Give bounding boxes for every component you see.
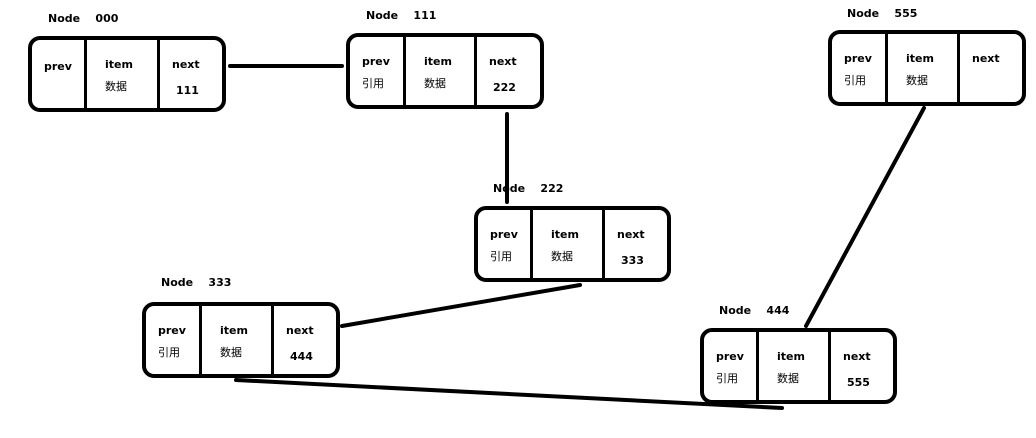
- next-value: 333: [621, 254, 644, 267]
- next-label: next: [617, 228, 645, 241]
- next-label: next: [843, 350, 871, 363]
- prev-sub: 引用: [716, 372, 738, 385]
- item-cell: item 数据: [87, 40, 160, 108]
- node-title-555: Node 555: [847, 7, 918, 20]
- prev-label: prev: [716, 350, 744, 363]
- prev-sub: 引用: [490, 250, 512, 263]
- prev-cell: prev 引用: [704, 332, 759, 400]
- next-cell: next 333: [605, 210, 667, 278]
- item-cell: item 数据: [888, 34, 960, 102]
- next-label: next: [172, 58, 200, 71]
- node-444: prev 引用 item 数据 next 555: [700, 328, 897, 404]
- node-title-222: Node 222: [493, 182, 564, 195]
- prev-label: prev: [44, 60, 72, 73]
- prev-sub: 引用: [844, 74, 866, 87]
- item-cell: item 数据: [759, 332, 831, 400]
- prev-cell: prev 引用: [478, 210, 533, 278]
- prev-cell: prev 引用: [832, 34, 888, 102]
- item-sub: 数据: [906, 74, 928, 87]
- next-cell: next 222: [477, 37, 540, 105]
- prev-cell: prev: [32, 40, 87, 108]
- prev-label: prev: [362, 55, 390, 68]
- item-sub: 数据: [424, 77, 446, 90]
- next-value: 111: [176, 84, 199, 97]
- next-value: 555: [847, 376, 870, 389]
- item-label: item: [906, 52, 934, 65]
- link-n222-n333: [340, 283, 582, 328]
- next-value: 222: [493, 81, 516, 94]
- next-cell: next 111: [160, 40, 222, 108]
- prev-cell: prev 引用: [350, 37, 406, 105]
- prev-cell: prev 引用: [146, 306, 202, 374]
- item-sub: 数据: [777, 372, 799, 385]
- item-label: item: [777, 350, 805, 363]
- node-222: prev 引用 item 数据 next 333: [474, 206, 671, 282]
- link-n333-n444: [234, 378, 784, 410]
- next-cell: next 555: [831, 332, 893, 400]
- next-label: next: [286, 324, 314, 337]
- prev-label: prev: [158, 324, 186, 337]
- item-sub: 数据: [105, 80, 127, 93]
- next-cell: next: [960, 34, 1022, 102]
- node-555: prev 引用 item 数据 next: [828, 30, 1026, 106]
- prev-label: prev: [490, 228, 518, 241]
- prev-sub: 引用: [362, 77, 384, 90]
- item-cell: item 数据: [533, 210, 605, 278]
- node-title-333: Node 333: [161, 276, 232, 289]
- node-333: prev 引用 item 数据 next 444: [142, 302, 340, 378]
- item-label: item: [105, 58, 133, 71]
- item-label: item: [424, 55, 452, 68]
- prev-label: prev: [844, 52, 872, 65]
- node-title-111: Node 111: [366, 9, 437, 22]
- node-title-444: Node 444: [719, 304, 790, 317]
- next-label: next: [489, 55, 517, 68]
- next-cell: next 444: [274, 306, 336, 374]
- next-label: next: [972, 52, 1000, 65]
- node-title-000: Node 000: [48, 12, 119, 25]
- item-cell: item 数据: [406, 37, 477, 105]
- item-cell: item 数据: [202, 306, 274, 374]
- node-111: prev 引用 item 数据 next 222: [346, 33, 544, 109]
- link-n444-n555: [804, 106, 926, 328]
- item-sub: 数据: [220, 346, 242, 359]
- prev-sub: 引用: [158, 346, 180, 359]
- item-label: item: [551, 228, 579, 241]
- item-sub: 数据: [551, 250, 573, 263]
- node-000: prev item 数据 next 111: [28, 36, 226, 112]
- next-value: 444: [290, 350, 313, 363]
- item-label: item: [220, 324, 248, 337]
